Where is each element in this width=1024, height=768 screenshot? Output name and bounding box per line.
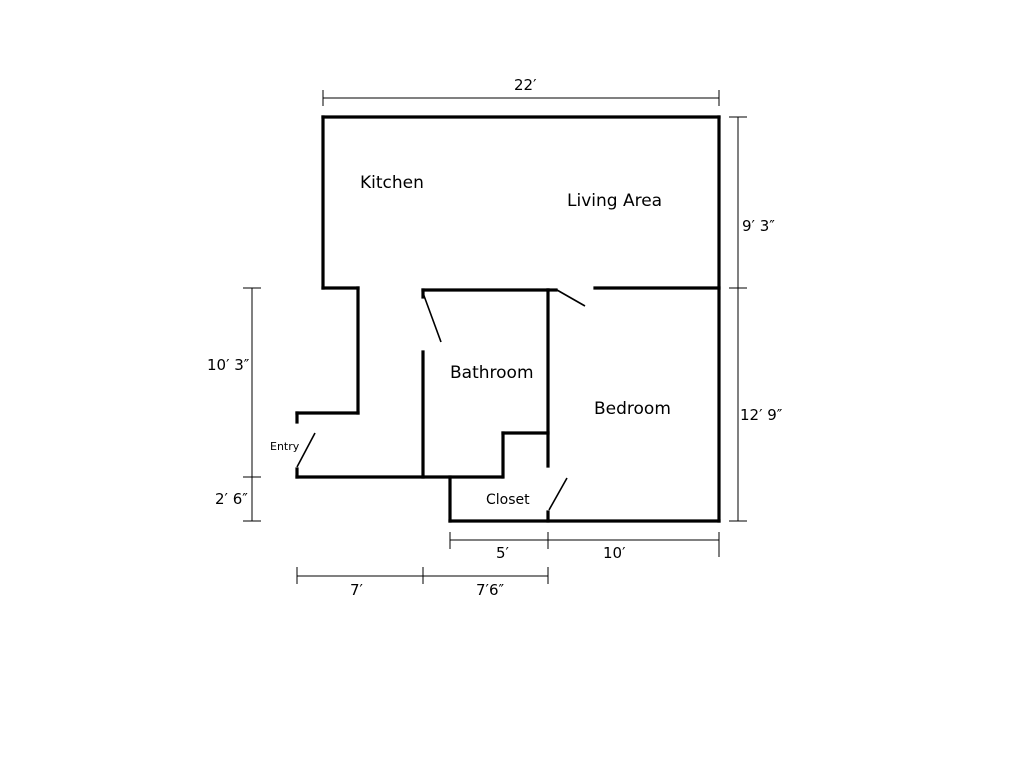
label-living-area: Living Area	[567, 191, 662, 211]
label-kitchen: Kitchen	[360, 173, 424, 193]
dim-left-lower: 2′ 6″	[215, 490, 248, 508]
dim-right-upper: 9′ 3″	[742, 217, 775, 235]
walls	[295, 115, 721, 523]
dim-bottom-closet: 5′	[496, 544, 510, 562]
dimension-labels: 22′ 9′ 3″ 12′ 9″ 10′ 3″ 2′ 6″ 5′ 10′ 7′ …	[207, 76, 783, 599]
label-bedroom: Bedroom	[594, 399, 671, 419]
entry-door	[296, 432, 316, 468]
label-closet: Closet	[486, 492, 530, 508]
dim-right-lower: 12′ 9″	[740, 406, 783, 424]
room-labels: Kitchen Living Area Bathroom Bedroom Clo…	[270, 173, 671, 508]
dim-bottom-entry: 7′	[350, 581, 364, 599]
closet-door	[548, 477, 568, 511]
dim-left-upper: 10′ 3″	[207, 356, 250, 374]
dimension-lines	[243, 90, 747, 584]
label-entry: Entry	[270, 440, 300, 453]
dim-bottom-bath: 7′6″	[476, 581, 504, 599]
dim-bottom-bedroom: 10′	[603, 544, 626, 562]
label-bathroom: Bathroom	[450, 363, 534, 383]
dim-top-width: 22′	[514, 76, 537, 94]
bedroom-door	[556, 289, 586, 307]
doors	[296, 289, 586, 511]
bathroom-door	[422, 292, 442, 343]
